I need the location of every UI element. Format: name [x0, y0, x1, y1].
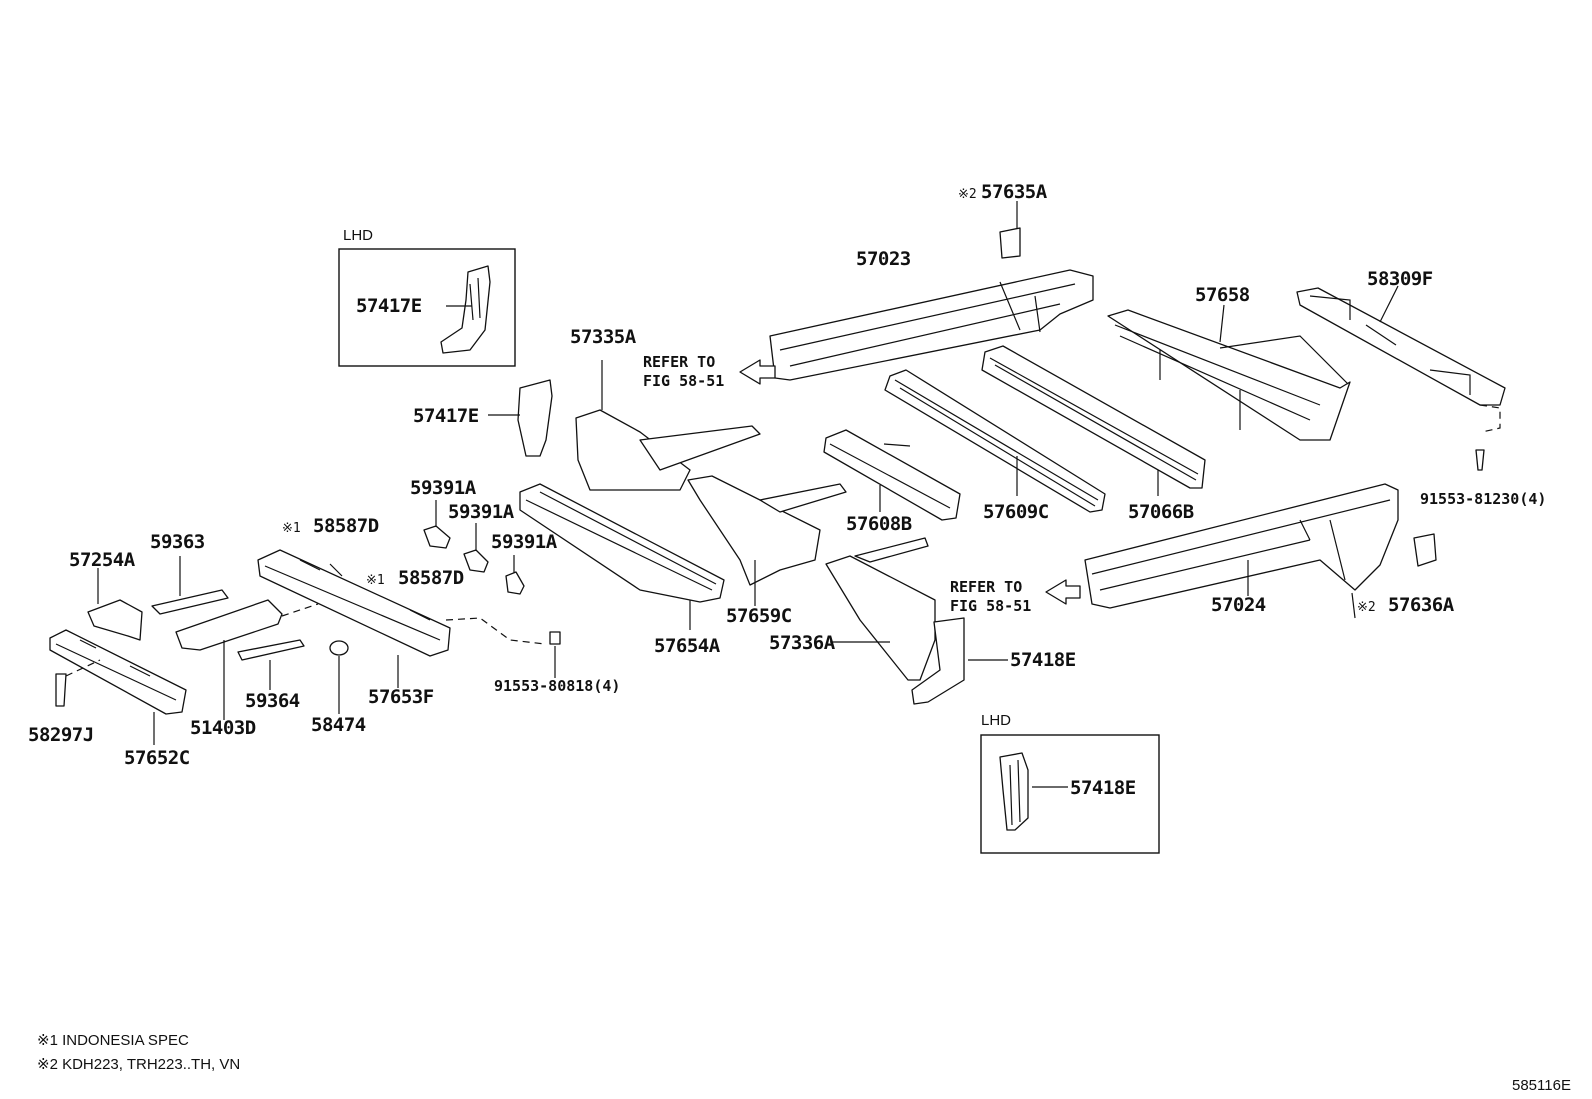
label-57653f: 57653F [368, 686, 434, 708]
part-58297j [55, 673, 67, 707]
figure-code: 585116E [1512, 1077, 1571, 1094]
label-58297j: 58297J [28, 724, 94, 746]
part-57659c [687, 475, 821, 586]
label-57636a: 57636A [1388, 594, 1455, 616]
part-57024 [1084, 483, 1437, 619]
part-57658 [1107, 304, 1351, 441]
part-57254a [87, 599, 143, 641]
refer2-line1: REFER TO [950, 578, 1022, 596]
part-59363 [151, 589, 229, 615]
mark-58587d-2: ※1 [366, 573, 385, 588]
part-57418e [911, 617, 965, 705]
refer2-line2: FIG 58-51 [950, 597, 1031, 615]
part-57418e-inset-shape [999, 752, 1029, 831]
inset-title-lhd: LHD [981, 712, 1011, 729]
part-57635a [999, 227, 1021, 259]
part-57652c-group [49, 568, 187, 745]
label-57654a: 57654A [654, 635, 721, 657]
part-bolt-91553-81230 [1475, 449, 1485, 471]
label-57066b: 57066B [1128, 501, 1194, 523]
part-58309f [1296, 285, 1506, 471]
footnote-1: ※1 INDONESIA SPEC [37, 1032, 189, 1049]
label-57608b: 57608B [846, 513, 912, 535]
part-57023 [769, 201, 1094, 381]
refer1-line1: REFER TO [643, 353, 715, 371]
label-57418e-inset: 57418E [1070, 777, 1136, 799]
label-57417e: 57417E [413, 405, 479, 427]
mark-57635a: ※2 [958, 187, 977, 202]
part-57066b [981, 345, 1206, 496]
inset-title-lhd: LHD [343, 227, 373, 244]
label-91553-80818: 91553-80818(4) [494, 677, 620, 695]
label-59391a-3: 59391A [491, 531, 558, 553]
part-57608b [823, 429, 961, 521]
part-57653f [257, 549, 561, 688]
part-58474 [329, 640, 349, 714]
label-57609c: 57609C [983, 501, 1049, 523]
label-59363: 59363 [150, 531, 205, 553]
part-57417e [488, 379, 553, 457]
label-57335a: 57335A [570, 326, 637, 348]
part-57336a-group [825, 537, 1008, 705]
part-59364 [237, 639, 305, 661]
label-91553-81230: 91553-81230(4) [1420, 490, 1546, 508]
inset-frame [980, 734, 1160, 854]
inset-frame [338, 248, 516, 367]
refer1-line2: FIG 58-51 [643, 372, 724, 390]
label-59391a-2: 59391A [448, 501, 515, 523]
part-57609c [884, 369, 1106, 513]
part-51403d-group [151, 556, 319, 720]
mark-58587d-1: ※1 [282, 521, 301, 536]
part-57335a-group [575, 360, 847, 606]
label-57254a: 57254A [69, 549, 136, 571]
part-57417e-inset-shape [440, 265, 491, 354]
label-57418e: 57418E [1010, 649, 1076, 671]
inset-lhd-57417e: LHD 57417E [338, 227, 516, 367]
label-57417e-inset: 57417E [356, 295, 422, 317]
label-57635a: 57635A [981, 181, 1048, 203]
part-59391a-group [423, 500, 525, 595]
label-59391a-1: 59391A [410, 477, 477, 499]
label-57336a: 57336A [769, 632, 836, 654]
label-59364: 59364 [245, 690, 300, 712]
label-51403d: 51403D [190, 717, 256, 739]
part-57636a [1413, 533, 1437, 567]
part-57654a [519, 483, 725, 630]
label-57659c: 57659C [726, 605, 792, 627]
label-58587d-1: 58587D [313, 515, 379, 537]
label-58474: 58474 [311, 714, 366, 736]
refer-arrow-1 [739, 359, 776, 385]
footnote-2: ※2 KDH223, TRH223..TH, VN [37, 1056, 240, 1073]
label-57658: 57658 [1195, 284, 1250, 306]
label-57023: 57023 [856, 248, 911, 270]
part-detail [469, 277, 481, 321]
part-bolt-91553-80818 [549, 631, 561, 645]
label-57024: 57024 [1211, 594, 1266, 616]
part-detail [1009, 759, 1021, 826]
refer-arrow-2 [1045, 579, 1081, 605]
label-58587d-2: 58587D [398, 567, 464, 589]
label-57652c: 57652C [124, 747, 190, 769]
mark-57636a: ※2 [1357, 600, 1376, 615]
label-58309f: 58309F [1367, 268, 1433, 290]
inset-lhd-57418e: LHD 57418E [980, 712, 1160, 854]
